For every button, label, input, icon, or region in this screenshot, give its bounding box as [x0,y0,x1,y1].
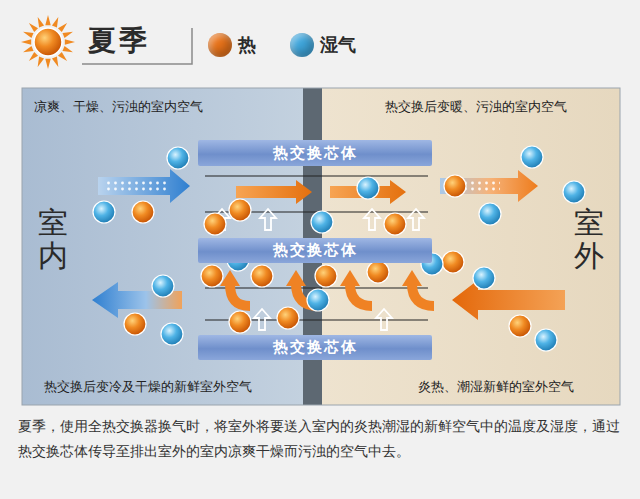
heat-particle [315,265,337,287]
exchange-core: 热交换芯体 [198,335,432,360]
heat-particle [442,251,464,273]
legend-label: 湿气 [320,33,356,57]
moisture-particle [307,289,329,311]
heat-head [402,270,422,286]
fresh-in-arrow [452,280,565,320]
air-label: 凉爽、干燥、污浊的室内空气 [34,98,203,116]
sun-ray [58,52,67,61]
moisture-arrow [260,209,276,230]
moisture-particle [535,329,557,351]
moisture-particle [479,203,501,225]
heat-particle [132,201,154,223]
sun-ray [52,56,58,66]
core-plate-line [205,175,428,176]
heat-particle [229,311,251,333]
exhaust-in-arrow [98,169,190,203]
heat-particle [251,265,273,287]
exhaust-out-arrow [440,170,538,202]
sun-ray [65,39,75,44]
sun-ray [45,15,50,25]
heat-particle [444,175,466,197]
heat-curve [350,284,372,306]
legend-label: 热 [238,33,256,57]
moisture-particle [311,211,333,233]
moisture-particle [473,267,495,289]
sun-ray [38,17,44,27]
legend-swatch [290,33,314,57]
sun-ray [62,46,72,52]
core-label: 热交换芯体 [273,338,358,357]
moisture-particle [357,177,379,199]
heat-head [340,270,360,286]
caption-text: 夏季，使用全热交换器换气时，将室外将要送入室内的炎热潮湿的新鲜空气中的温度及湿度… [18,414,624,463]
air-label: 热交换后变冷及干燥的新鲜室外空气 [44,378,252,396]
moisture-arrow [376,309,392,330]
heat-curve [230,284,250,306]
sun-ray [45,59,50,69]
sun-icon [34,28,62,56]
heat-particle [229,199,251,221]
heat-particle [277,307,299,329]
legend-swatch [208,33,232,57]
moisture-arrow [364,209,380,230]
moisture-particle [93,201,115,223]
sun-ray [58,23,67,32]
sun-ray [29,23,38,32]
sun-ray [52,17,58,27]
air-label: 炎热、潮湿新鲜的室外空气 [418,378,574,396]
season-title: 夏季 [88,22,150,60]
exchange-core: 热交换芯体 [198,140,432,166]
particles [93,146,585,351]
moisture-arrow [408,209,424,230]
sun-ray [21,39,31,44]
moisture-particle [563,181,585,203]
moisture-particle [152,275,174,297]
sun-ray [23,46,33,52]
side-label: 室外 [574,206,604,272]
heat-head [286,270,306,286]
sun-rays [21,15,75,69]
moisture-particle [161,323,183,345]
arrow-dots [104,179,168,193]
heat-particle [384,213,406,235]
sun-ray [23,32,33,38]
heat-particle [509,315,531,337]
air-label: 热交换后变暖、污浊的室内空气 [385,98,567,116]
heat-particle [367,261,389,283]
heat-particle [201,265,223,287]
sun-ray [62,32,72,38]
sun-ray [38,56,44,66]
core-label: 热交换芯体 [273,241,358,260]
heat-curve [412,284,434,306]
heat-particle [124,313,146,335]
moisture-particle [167,147,189,169]
moisture-particle [521,146,543,168]
core-label: 热交换芯体 [273,144,358,163]
moisture-arrow [254,309,270,330]
heat-particle [204,213,226,235]
panel-border [22,88,620,405]
exchange-core: 热交换芯体 [198,238,432,263]
side-label: 室内 [38,206,68,272]
core-plate-line [205,287,428,288]
core-flow-arrow [236,180,312,204]
sun-ray [29,52,38,61]
